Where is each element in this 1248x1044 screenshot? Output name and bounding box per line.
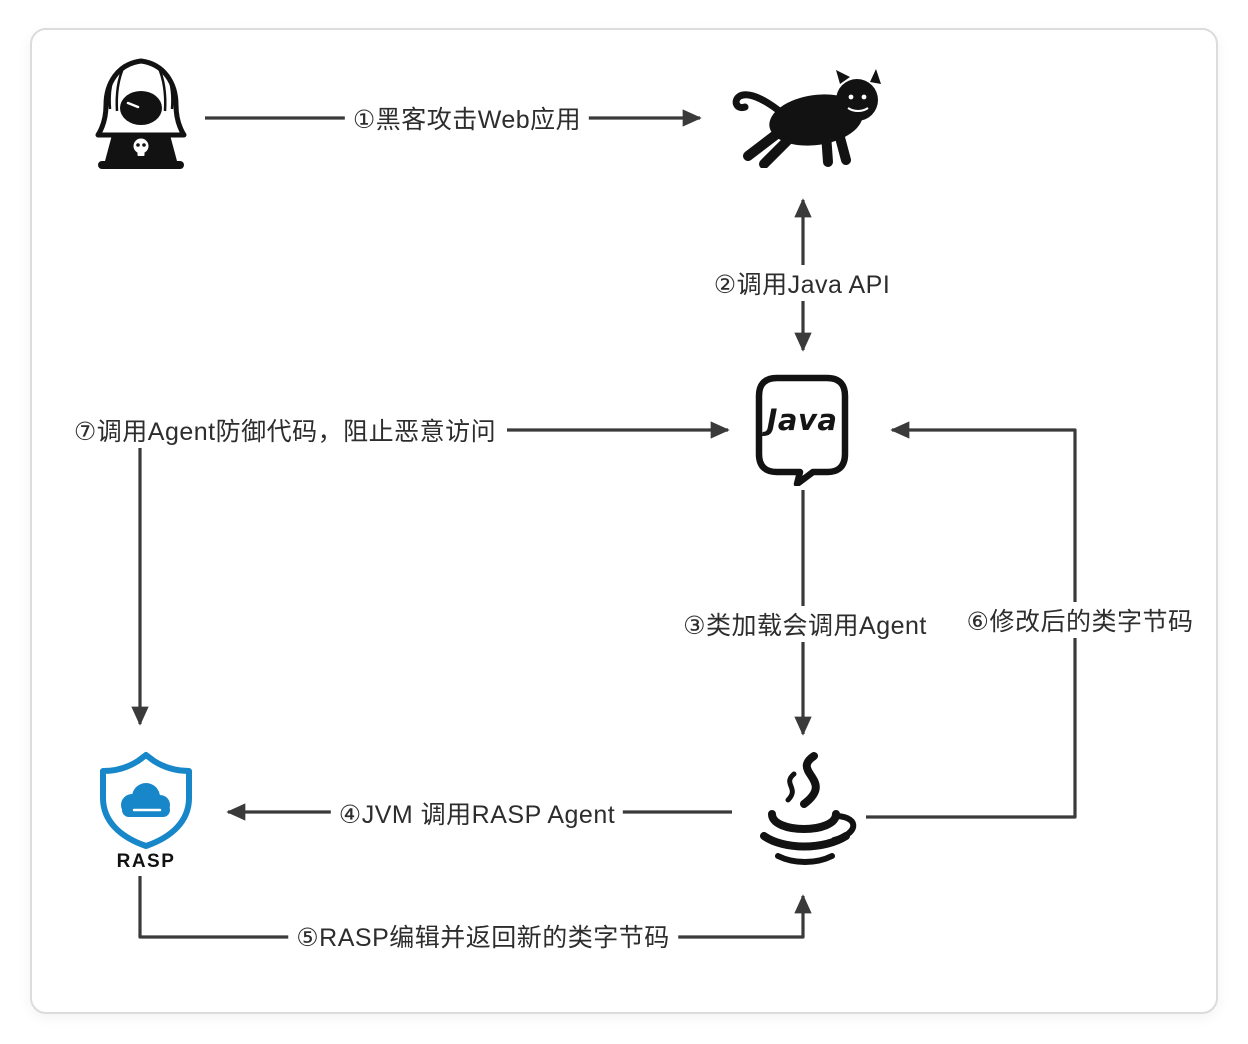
java-file-icon: Java bbox=[753, 372, 851, 488]
label-step4-jvm-call-rasp: ④JVM 调用RASP Agent bbox=[330, 795, 624, 831]
jvm-icon bbox=[738, 752, 868, 876]
label-step5-rasp-return-bytecode: ⑤RASP编辑并返回新的类字节码 bbox=[288, 918, 678, 954]
diagram-frame bbox=[30, 28, 1218, 1014]
label-step2-call-java-api: ②调用Java API bbox=[705, 265, 899, 301]
hacker-icon bbox=[80, 55, 202, 177]
rasp-shield-icon: RASP bbox=[94, 750, 198, 872]
label-step7-agent-defense: ⑦调用Agent防御代码，阻止恶意访问 bbox=[65, 412, 505, 448]
java-file-text: Java bbox=[766, 403, 838, 437]
label-step3-classload-agent: ③类加载会调用Agent bbox=[675, 606, 935, 642]
tomcat-icon bbox=[730, 68, 886, 169]
label-step6-modified-bytecode: ⑥修改后的类字节码 bbox=[958, 602, 1202, 638]
label-step1-attack-web: ①黑客攻击Web应用 bbox=[344, 100, 590, 136]
rasp-label: RASP bbox=[116, 851, 176, 872]
